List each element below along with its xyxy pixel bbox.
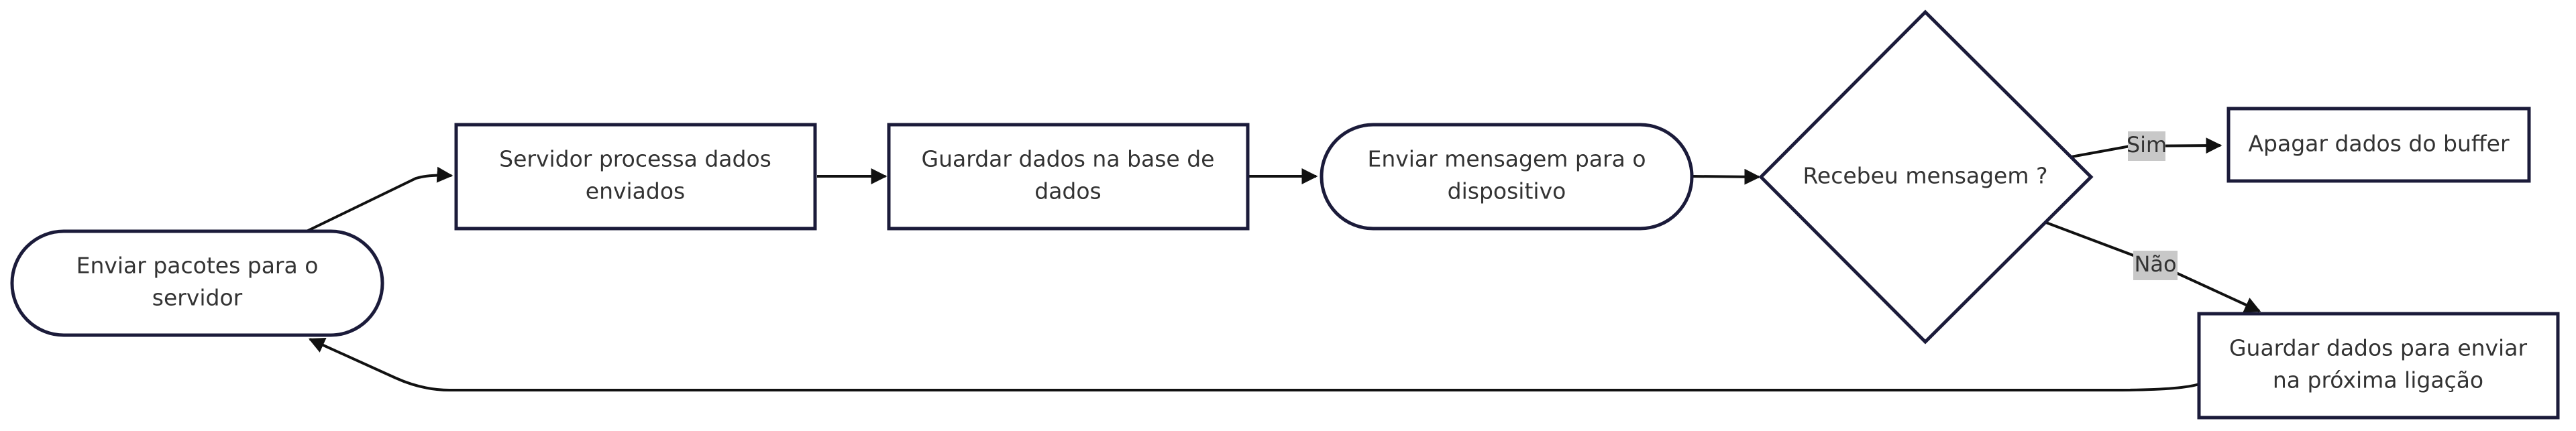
svg-text:na próxima ligação: na próxima ligação <box>2273 367 2483 393</box>
edge-label-sim: Sim <box>2127 131 2167 161</box>
node-apagar-buffer: Apagar dados do buffer <box>2226 107 2531 183</box>
edge-enviar-to-servidor <box>305 166 453 233</box>
svg-text:Guardar dados na base de: Guardar dados na base de <box>922 146 1215 172</box>
node-guardar-base: Guardar dados na base de dados <box>887 123 1250 231</box>
svg-text:servidor: servidor <box>152 285 243 311</box>
node-recebeu-decision: Recebeu mensagem ? <box>1758 9 2094 345</box>
svg-text:dispositivo: dispositivo <box>1448 178 1566 204</box>
edge-guardar-proxima-to-enviar <box>308 337 2200 391</box>
svg-text:dados: dados <box>1034 178 1102 204</box>
svg-text:Guardar dados para enviar: Guardar dados para enviar <box>2229 335 2527 361</box>
edge-label-nao: Não <box>2133 251 2178 280</box>
svg-text:Enviar pacotes para o: Enviar pacotes para o <box>76 253 319 279</box>
node-enviar-pacotes: Enviar pacotes para o servidor <box>10 229 384 337</box>
node-servidor-processa: Servidor processa dados enviados <box>454 123 817 231</box>
svg-text:Recebeu mensagem ?: Recebeu mensagem ? <box>1803 163 2047 189</box>
svg-text:Sim: Sim <box>2127 132 2167 158</box>
node-guardar-proxima: Guardar dados para enviar na próxima lig… <box>2197 312 2560 420</box>
svg-text:Servidor processa dados: Servidor processa dados <box>499 146 771 172</box>
svg-text:Enviar mensagem para o: Enviar mensagem para o <box>1367 146 1646 172</box>
svg-text:enviados: enviados <box>586 178 685 204</box>
svg-text:Apagar dados do buffer: Apagar dados do buffer <box>2248 131 2509 157</box>
edge-enviar-mensagem-to-recebeu <box>1691 168 1761 185</box>
node-enviar-mensagem: Enviar mensagem para o dispositivo <box>1320 123 1694 231</box>
svg-text:Não: Não <box>2134 251 2176 277</box>
